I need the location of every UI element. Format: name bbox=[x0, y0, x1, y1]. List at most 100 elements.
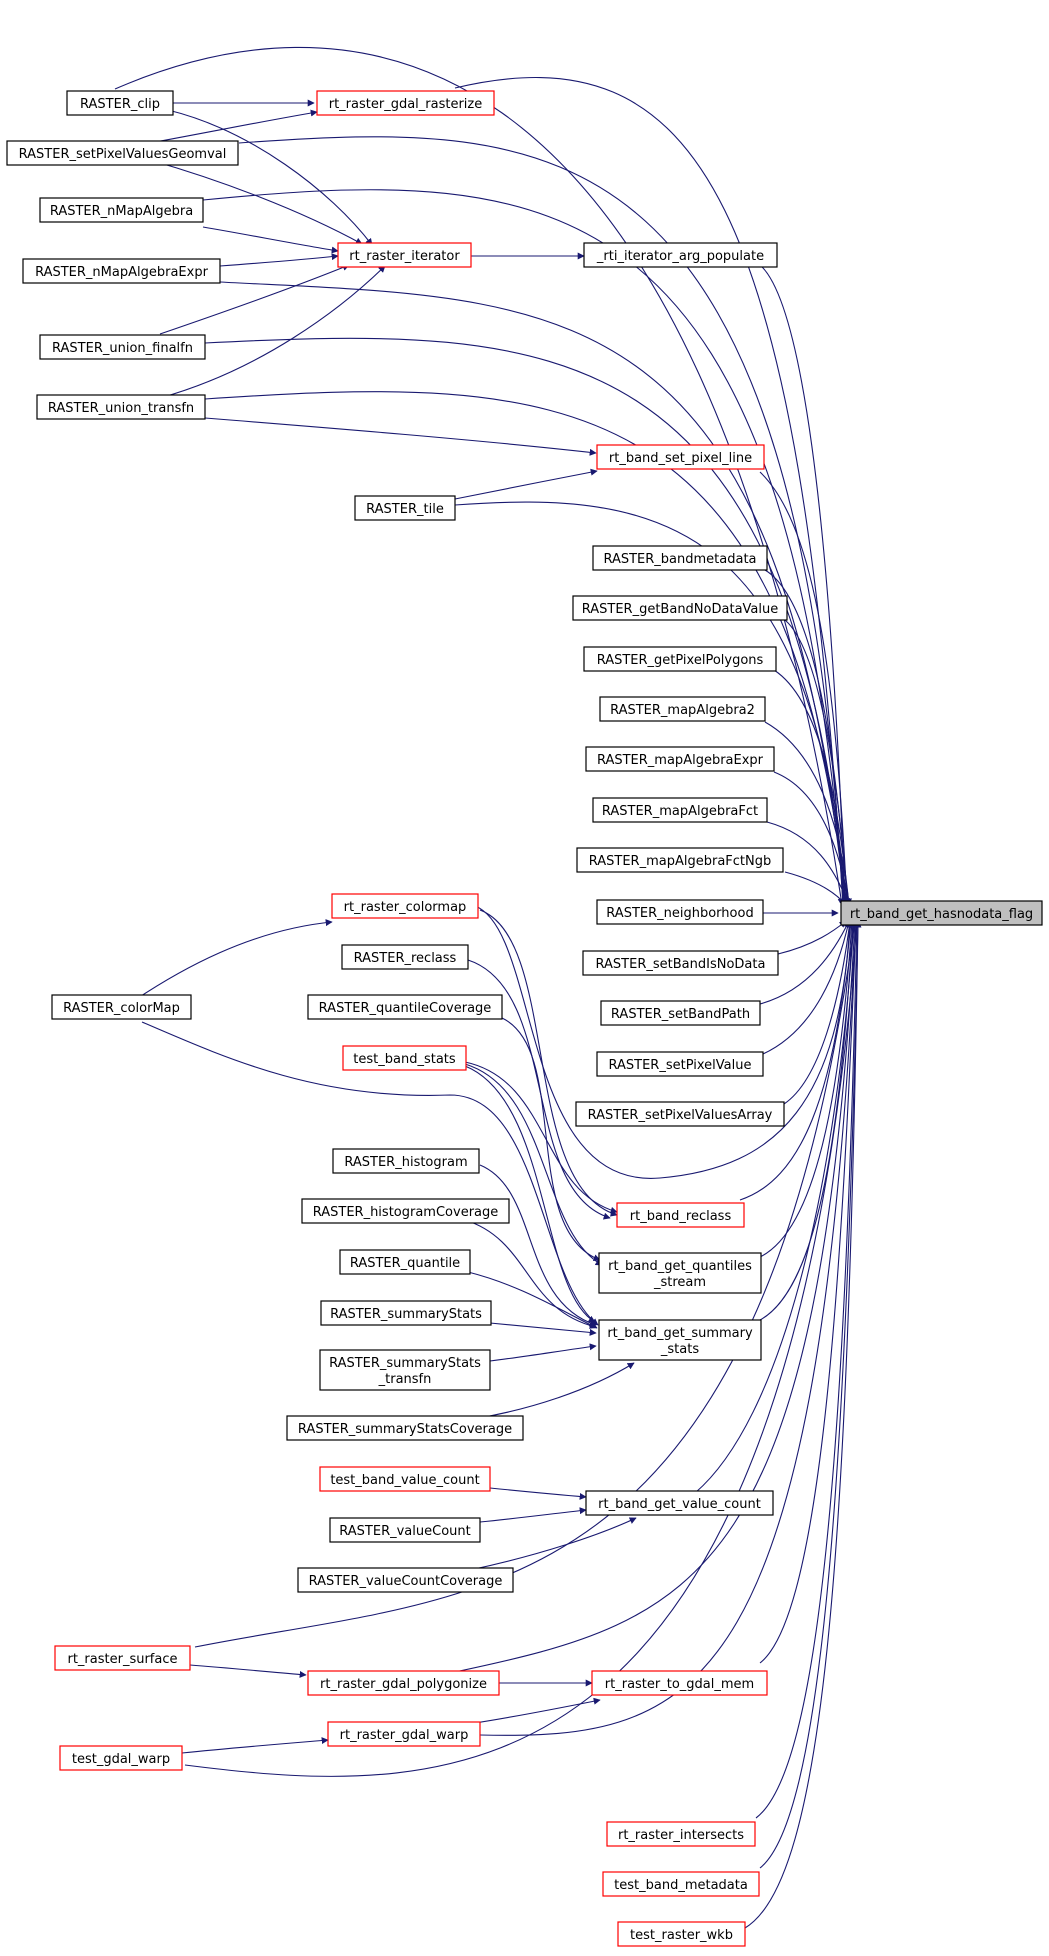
edge-setbandisnodata-to-target bbox=[777, 920, 847, 955]
node-raster-quantile[interactable]: RASTER_quantile bbox=[339, 1249, 471, 1275]
node-raster-getpixelpolygons[interactable]: RASTER_getPixelPolygons bbox=[583, 646, 777, 672]
node-rt-raster-gdal-polygonize[interactable]: rt_raster_gdal_polygonize bbox=[307, 1670, 500, 1696]
node-label: RASTER_histogramCoverage bbox=[313, 1205, 499, 1220]
node-label: RASTER_summaryStatsCoverage bbox=[298, 1422, 512, 1437]
edge-quantile-to-summary-stats bbox=[467, 1271, 598, 1329]
node-label: rt_band_reclass bbox=[630, 1209, 732, 1224]
edge-valuecount-to-value-count bbox=[479, 1507, 587, 1523]
node-rt-band-get-summary-stats[interactable]: rt_band_get_summary _stats bbox=[598, 1319, 762, 1361]
node-rti-iterator-arg-populate[interactable]: _rti_iterator_arg_populate bbox=[583, 242, 778, 268]
edge-histogramcoverage-to-summary-stats bbox=[464, 1219, 597, 1329]
node-label: rt_raster_surface bbox=[67, 1652, 177, 1667]
node-rt-band-get-value-count[interactable]: rt_band_get_value_count bbox=[585, 1490, 774, 1516]
node-raster-bandmetadata[interactable]: RASTER_bandmetadata bbox=[592, 545, 768, 571]
node-label: RASTER_getPixelPolygons bbox=[597, 653, 764, 668]
node-label-line-2: _transfn bbox=[378, 1372, 432, 1387]
edge-union-finalfn-to-iterator bbox=[159, 264, 350, 335]
node-raster-setbandpath[interactable]: RASTER_setBandPath bbox=[600, 1000, 761, 1026]
node-rt-raster-gdal-rasterize[interactable]: rt_raster_gdal_rasterize bbox=[316, 90, 495, 116]
edge-test-gdal-warp-to-gdal-warp bbox=[181, 1737, 329, 1754]
node-label: RASTER_mapAlgebraFct bbox=[602, 804, 758, 819]
node-label: RASTER_tile bbox=[366, 502, 444, 517]
edge-band-stats-to-band-reclass bbox=[464, 1061, 618, 1214]
edge-gdal-polygonize-to-target bbox=[454, 920, 859, 1673]
node-label: rt_raster_colormap bbox=[344, 900, 467, 915]
node-raster-mapalgebra2[interactable]: RASTER_mapAlgebra2 bbox=[599, 696, 766, 722]
edge-nmapalgebra-to-iterator bbox=[202, 226, 339, 254]
node-label: test_band_value_count bbox=[330, 1473, 479, 1488]
edge-quantilecoverage-to-quantiles-stream bbox=[501, 1017, 601, 1262]
node-rt-raster-intersects[interactable]: rt_raster_intersects bbox=[606, 1821, 756, 1847]
node-label: rt_band_get_hasnodata_flag bbox=[850, 907, 1033, 922]
node-raster-setpixelvalue[interactable]: RASTER_setPixelValue bbox=[596, 1051, 764, 1077]
node-rt-raster-to-gdal-mem[interactable]: rt_raster_to_gdal_mem bbox=[591, 1670, 768, 1696]
edge-mapalgebrafctngb-to-target bbox=[784, 871, 847, 906]
edge-band-stats-to-summary-stats bbox=[464, 1065, 596, 1323]
node-raster-reclass[interactable]: RASTER_reclass bbox=[341, 944, 469, 970]
node-raster-union-transfn[interactable]: RASTER_union_transfn bbox=[36, 394, 206, 420]
node-label: RASTER_quantile bbox=[350, 1256, 460, 1271]
node-label: RASTER_mapAlgebra2 bbox=[610, 703, 755, 718]
node-raster-getbandnodatavalue[interactable]: RASTER_getBandNoDataValue bbox=[572, 595, 788, 621]
node-label: RASTER_clip bbox=[80, 97, 160, 112]
node-raster-setbandisnodata[interactable]: RASTER_setBandIsNoData bbox=[582, 950, 779, 976]
node-raster-setpixelvaluesarray[interactable]: RASTER_setPixelValuesArray bbox=[575, 1101, 785, 1127]
edge-summarystats-transfn-to-summary-stats bbox=[489, 1343, 597, 1362]
node-label: test_band_metadata bbox=[614, 1878, 748, 1893]
edge-to-gdal-mem-to-target bbox=[759, 920, 860, 1664]
node-rt-band-set-pixel-line[interactable]: rt_band_set_pixel_line bbox=[596, 444, 765, 470]
node-raster-clip[interactable]: RASTER_clip bbox=[66, 90, 174, 116]
node-rt-raster-iterator[interactable]: rt_raster_iterator bbox=[337, 242, 472, 268]
node-rt-band-get-quantiles-stream[interactable]: rt_band_get_quantiles _stream bbox=[598, 1252, 762, 1294]
node-rt-raster-surface[interactable]: rt_raster_surface bbox=[54, 1645, 191, 1671]
node-label: _rti_iterator_arg_populate bbox=[596, 249, 764, 264]
edge-gdal-rasterize-to-target bbox=[454, 76, 847, 906]
node-label: RASTER_valueCountCoverage bbox=[309, 1574, 503, 1589]
node-label: RASTER_nMapAlgebra bbox=[50, 204, 193, 219]
node-label: RASTER_summaryStats bbox=[330, 1307, 482, 1322]
node-raster-valuecount[interactable]: RASTER_valueCount bbox=[329, 1517, 481, 1543]
node-raster-nmapalgebra[interactable]: RASTER_nMapAlgebra bbox=[39, 197, 204, 223]
node-raster-neighborhood[interactable]: RASTER_neighborhood bbox=[596, 899, 764, 925]
node-raster-tile[interactable]: RASTER_tile bbox=[354, 495, 456, 521]
node-test-band-value-count[interactable]: test_band_value_count bbox=[319, 1466, 491, 1492]
node-raster-setpixelvaluesgeomval[interactable]: RASTER_setPixelValuesGeomval bbox=[6, 140, 239, 166]
node-raster-summarystats-transfn[interactable]: RASTER_summaryStats _transfn bbox=[319, 1349, 491, 1391]
edge-test-value-count-to-value-count bbox=[489, 1487, 587, 1500]
node-raster-nmapalgebraexpr[interactable]: RASTER_nMapAlgebraExpr bbox=[22, 258, 221, 284]
node-test-gdal-warp[interactable]: test_gdal_warp bbox=[59, 1745, 183, 1771]
node-raster-mapalgebrafct[interactable]: RASTER_mapAlgebraFct bbox=[592, 797, 768, 823]
node-rt-band-reclass[interactable]: rt_band_reclass bbox=[616, 1202, 745, 1228]
node-raster-mapalgebrafctngb[interactable]: RASTER_mapAlgebraFctNgb bbox=[576, 847, 784, 873]
node-label-line-1: RASTER_summaryStats bbox=[329, 1356, 481, 1371]
node-label: RASTER_colorMap bbox=[63, 1001, 180, 1016]
node-raster-mapalgebraexpr[interactable]: RASTER_mapAlgebraExpr bbox=[585, 746, 775, 772]
edge-iterator-arg-populate-to-target bbox=[759, 264, 849, 906]
node-rt-band-get-hasnodata-flag[interactable]: rt_band_get_hasnodata_flag bbox=[840, 900, 1043, 926]
node-test-band-metadata[interactable]: test_band_metadata bbox=[602, 1871, 760, 1897]
node-raster-valuecountcoverage[interactable]: RASTER_valueCountCoverage bbox=[297, 1567, 514, 1593]
edge-clip-to-iterator bbox=[167, 109, 373, 246]
node-label: test_gdal_warp bbox=[72, 1752, 170, 1767]
node-label: RASTER_mapAlgebraExpr bbox=[597, 753, 764, 768]
node-label: RASTER_getBandNoDataValue bbox=[582, 602, 778, 617]
node-raster-histogram[interactable]: RASTER_histogram bbox=[332, 1148, 480, 1174]
edge-valuecountcoverage-to-value-count bbox=[469, 1517, 637, 1571]
node-label: RASTER_union_finalfn bbox=[52, 341, 193, 356]
node-label: rt_raster_iterator bbox=[349, 249, 460, 264]
node-raster-summarystats[interactable]: RASTER_summaryStats bbox=[320, 1300, 492, 1326]
node-label: RASTER_valueCount bbox=[339, 1524, 470, 1539]
node-rt-raster-gdal-warp[interactable]: rt_raster_gdal_warp bbox=[327, 1721, 481, 1747]
node-raster-union-finalfn[interactable]: RASTER_union_finalfn bbox=[39, 334, 206, 360]
edge-band-stats-to-quantiles-stream bbox=[464, 1063, 603, 1266]
node-test-raster-wkb[interactable]: test_raster_wkb bbox=[617, 1921, 746, 1947]
node-raster-colormap[interactable]: RASTER_colorMap bbox=[51, 994, 192, 1020]
node-rt-raster-colormap[interactable]: rt_raster_colormap bbox=[331, 893, 479, 919]
node-raster-histogramcoverage[interactable]: RASTER_histogramCoverage bbox=[301, 1198, 510, 1224]
node-raster-summarystatscoverage[interactable]: RASTER_summaryStatsCoverage bbox=[286, 1415, 524, 1441]
node-label: rt_raster_gdal_polygonize bbox=[320, 1677, 487, 1692]
edge-summarystatscoverage-to-summary-stats bbox=[467, 1362, 635, 1421]
edge-setpixelvaluesarray-to-target bbox=[783, 920, 853, 1105]
node-test-band-stats[interactable]: test_band_stats bbox=[342, 1045, 467, 1071]
node-raster-quantilecoverage[interactable]: RASTER_quantileCoverage bbox=[307, 994, 503, 1020]
